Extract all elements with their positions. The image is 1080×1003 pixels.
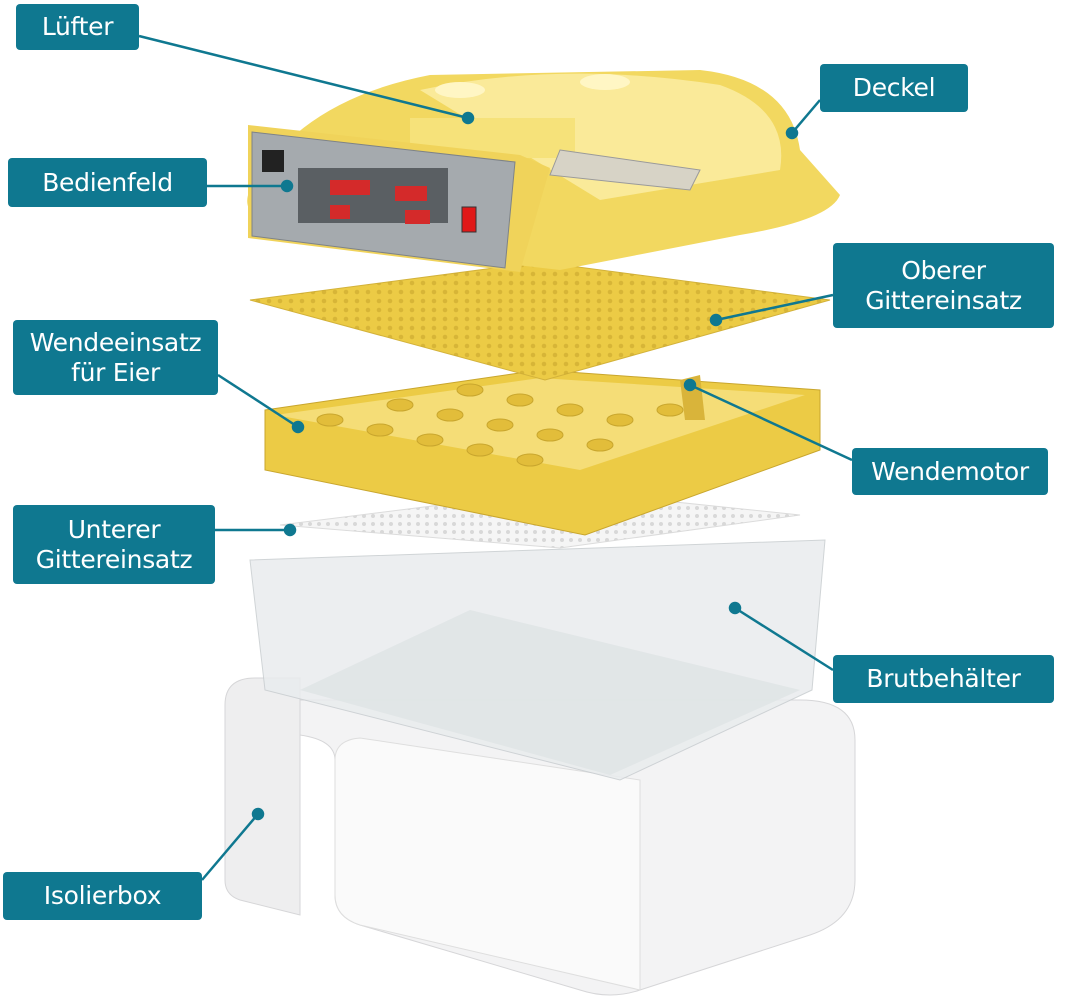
label-brutbehaelter: Brutbehälter	[833, 655, 1054, 703]
label-wendemotor: Wendemotor	[852, 448, 1048, 495]
upper-grid	[249, 261, 831, 381]
label-deckel: Deckel	[820, 64, 968, 112]
insulation-box	[224, 677, 856, 996]
label-text: Wendeeinsatz	[29, 327, 202, 357]
label-text: Gittereinsatz	[865, 285, 1022, 315]
label-text: Gittereinsatz	[35, 544, 193, 574]
label-text: Brutbehälter	[866, 664, 1021, 693]
control-panel	[248, 125, 550, 272]
label-luefter: Lüfter	[16, 4, 139, 50]
label-isolierbox: Isolierbox	[3, 872, 202, 920]
leader-lines	[138, 34, 853, 881]
label-text: für Eier	[71, 357, 160, 387]
egg-turning-tray	[264, 369, 821, 536]
red-displays	[330, 180, 430, 224]
power-switch	[461, 206, 477, 233]
label-text: Oberer	[901, 255, 986, 285]
label-text: Unterer	[67, 514, 161, 544]
brood-container	[249, 539, 826, 781]
power-socket	[262, 150, 284, 172]
label-text: Wendemotor	[871, 456, 1029, 486]
label-bedienfeld: Bedienfeld	[8, 158, 207, 207]
label-text: Isolierbox	[43, 881, 162, 910]
label-text: Bedienfeld	[42, 167, 173, 197]
label-text: Lüfter	[41, 12, 114, 41]
label-text: Deckel	[852, 73, 936, 102]
